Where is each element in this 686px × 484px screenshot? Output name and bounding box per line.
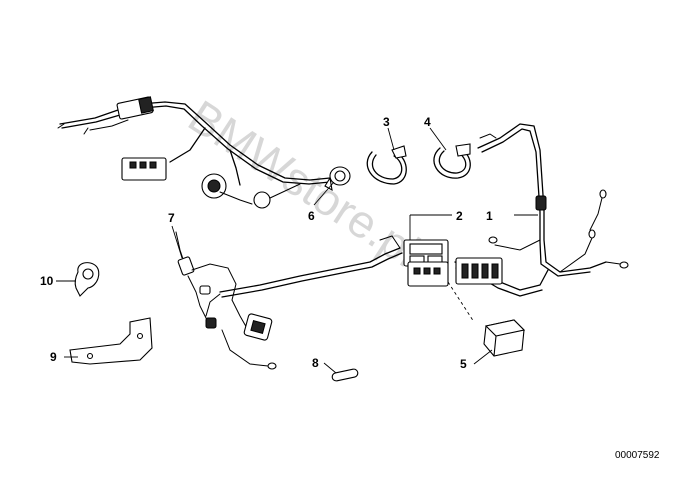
callout-7: 7 bbox=[168, 211, 175, 225]
callout-9: 9 bbox=[50, 350, 57, 364]
callout-4: 4 bbox=[424, 115, 431, 129]
grommet-part-6 bbox=[324, 166, 351, 192]
leader-lines bbox=[56, 127, 538, 374]
cable-clamp-part-3 bbox=[366, 145, 407, 185]
callout-2: 2 bbox=[456, 209, 463, 223]
image-code: 00007592 bbox=[615, 450, 660, 461]
callout-10: 10 bbox=[40, 274, 54, 288]
bracket-part-9 bbox=[69, 317, 153, 365]
central-harness-part-2 bbox=[205, 235, 549, 317]
callout-6: 6 bbox=[308, 209, 315, 223]
callout-3: 3 bbox=[383, 115, 390, 129]
cable-clamp-part-4 bbox=[433, 143, 471, 179]
fuse-holder-part-7 bbox=[175, 231, 277, 370]
wiring-harness-part-1 bbox=[477, 123, 629, 277]
relay-part-5 bbox=[483, 319, 526, 357]
callout-8: 8 bbox=[312, 356, 319, 370]
plug-part-8 bbox=[331, 368, 359, 382]
callout-5: 5 bbox=[460, 357, 467, 371]
callout-1: 1 bbox=[486, 209, 493, 223]
cable-clip-part-10 bbox=[74, 262, 100, 297]
upper-wiring-harness bbox=[57, 96, 331, 209]
